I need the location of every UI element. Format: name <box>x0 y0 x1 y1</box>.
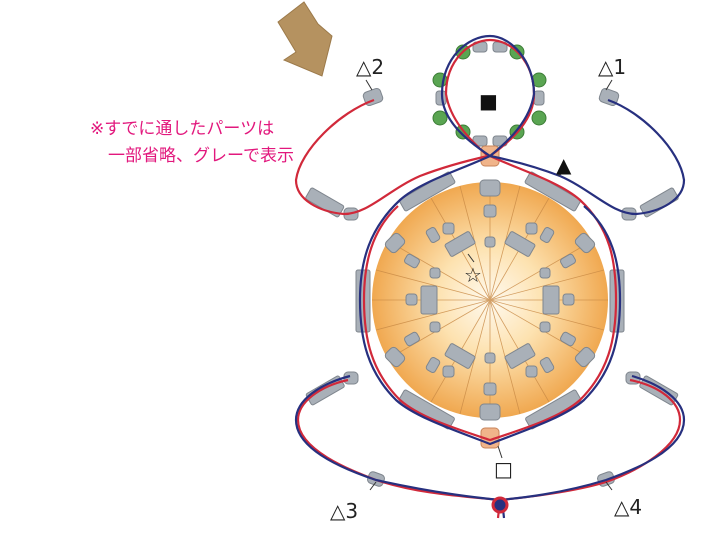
note-line-1: ※すでに通したパーツは <box>90 119 275 139</box>
marker-star: ☆ <box>464 263 482 287</box>
knot-bead <box>491 496 509 514</box>
marker-triangle-4: △4 <box>614 495 642 519</box>
disc-beads <box>384 179 596 421</box>
marker-triangle-3: △3 <box>330 499 358 523</box>
marker-open-square: □ <box>494 457 513 481</box>
leader-lines <box>365 79 613 491</box>
marker-filled-triangle: ▲ <box>556 153 572 177</box>
direction-arrow <box>277 1 333 77</box>
note-line-2: 一部省略、グレーで表示 <box>108 146 294 166</box>
marker-triangle-2: △2 <box>356 55 384 79</box>
marker-filled-square: ■ <box>479 89 498 113</box>
marker-triangle-1: △1 <box>598 55 626 79</box>
